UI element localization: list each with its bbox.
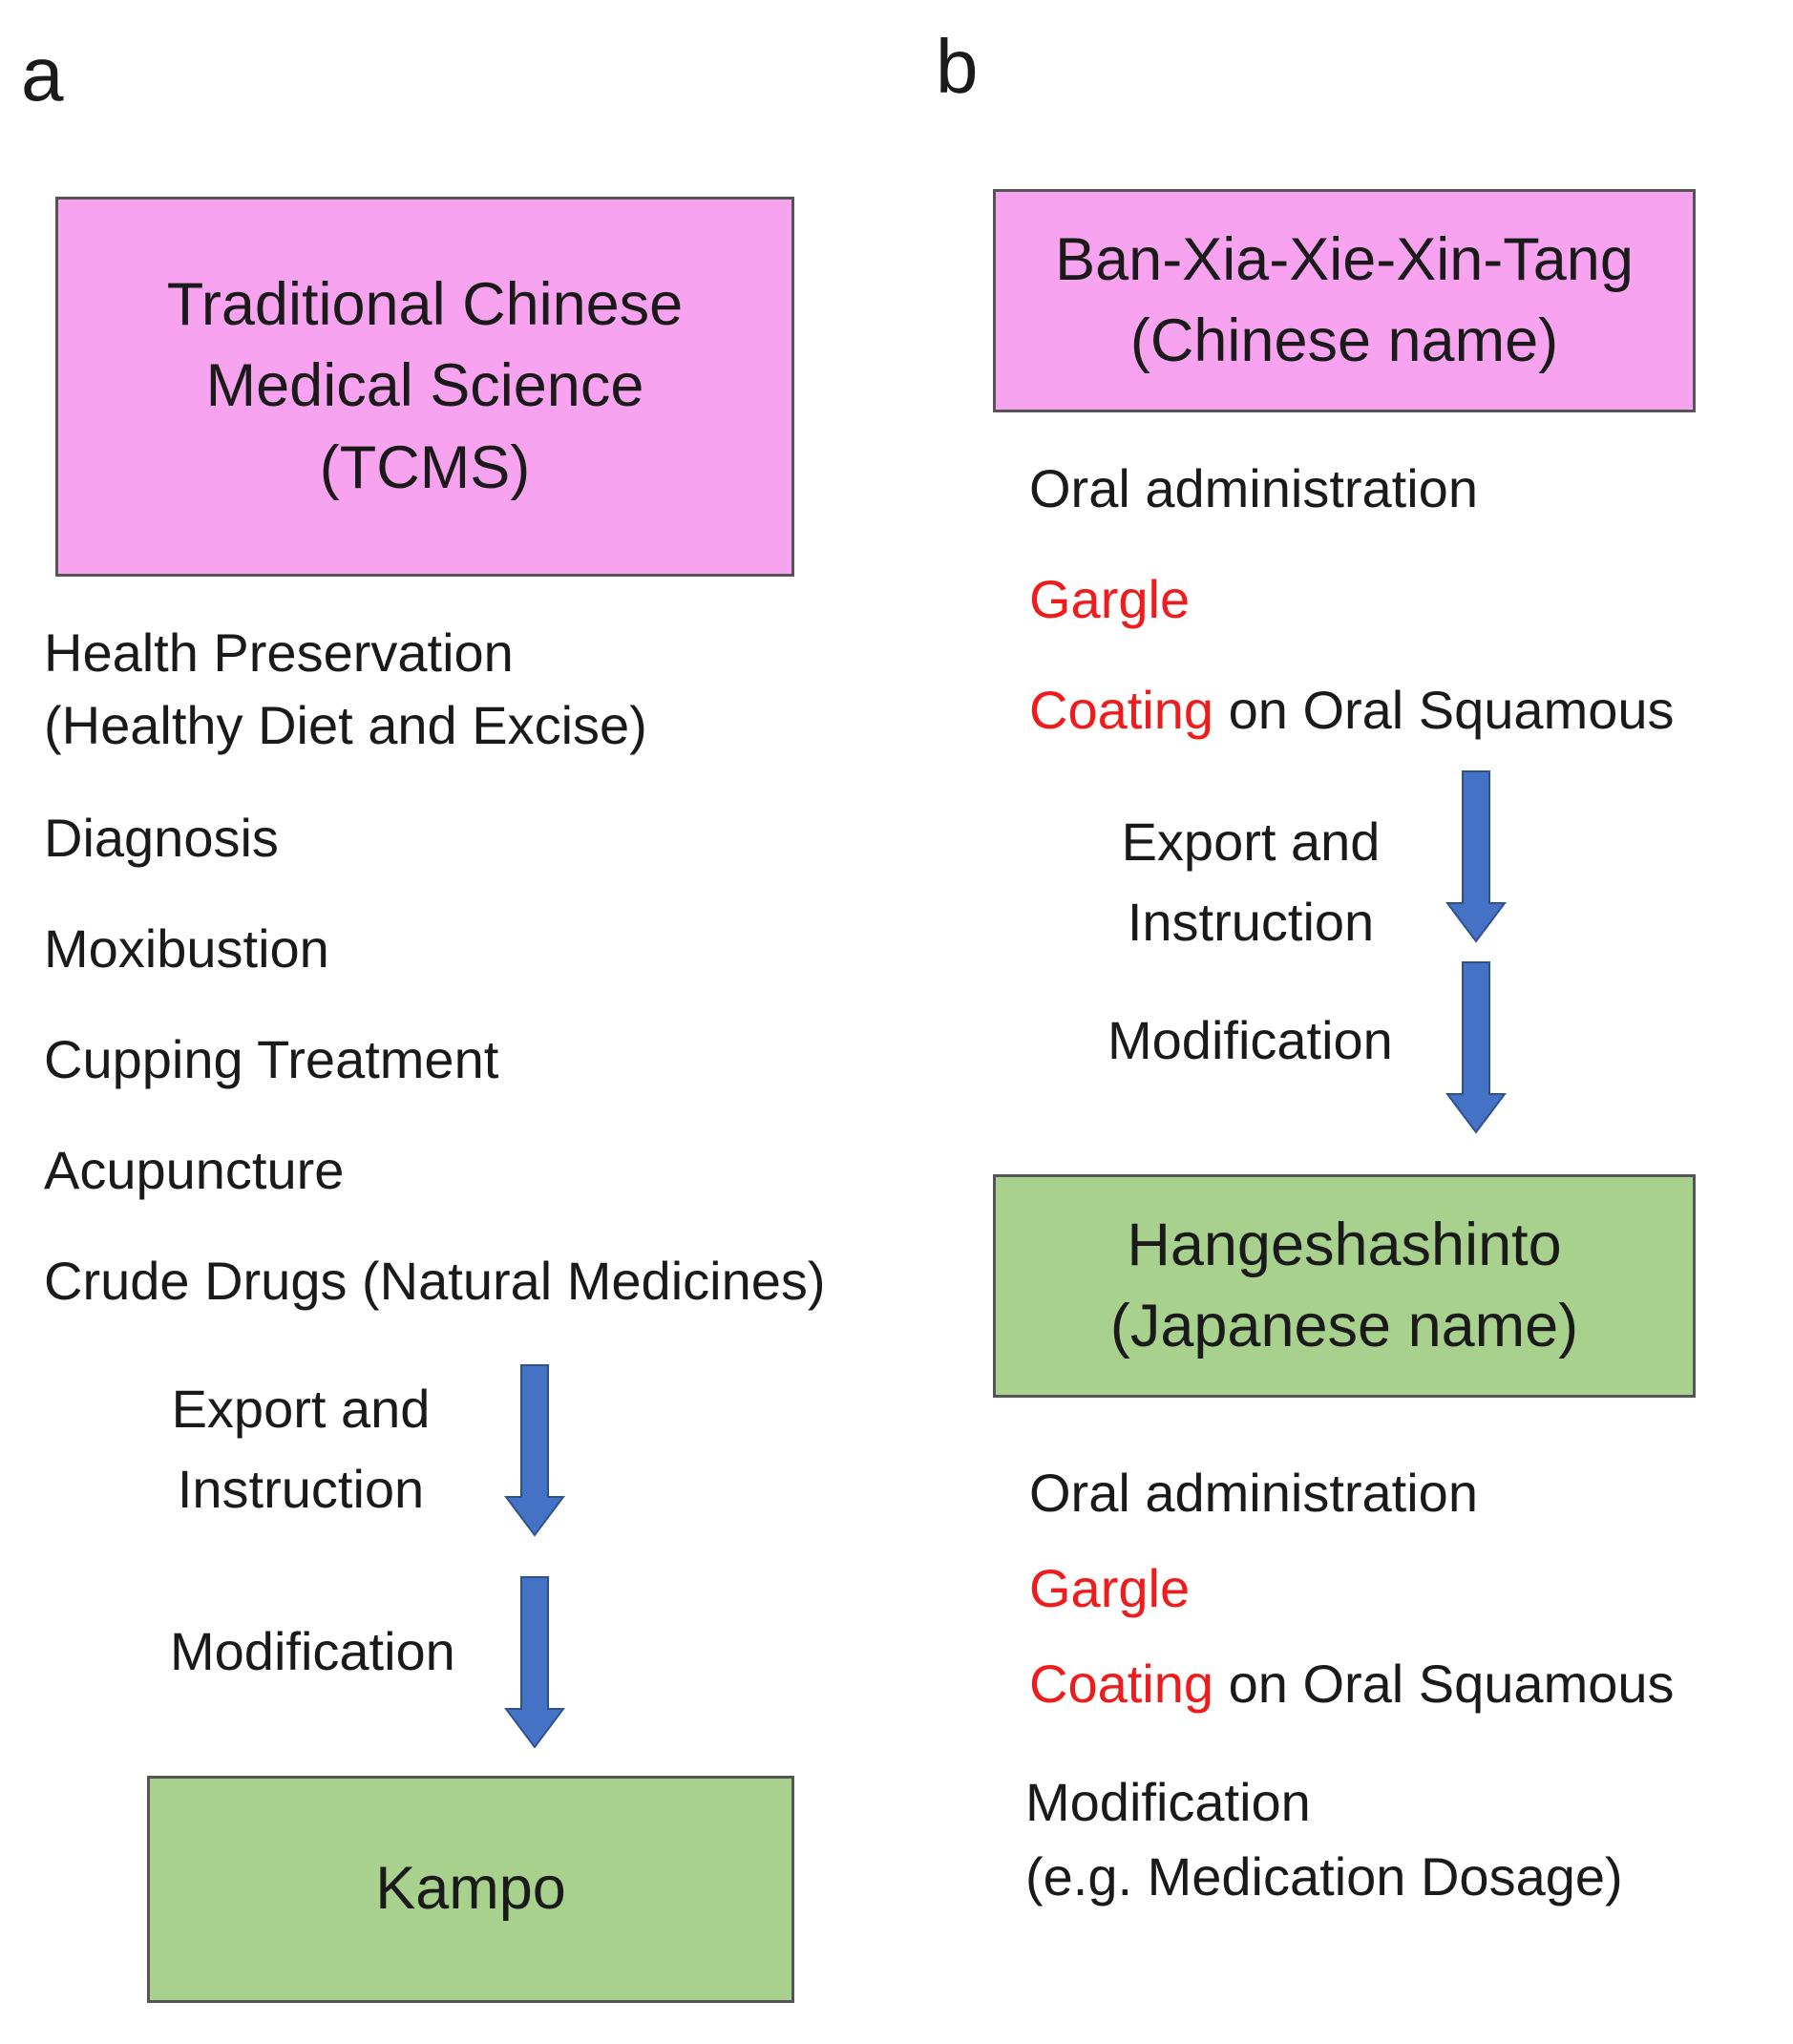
b-top-coating-line: Coating on Oral Squamous xyxy=(1029,670,1675,750)
b-top-gargle: Gargle xyxy=(1029,569,1191,629)
b-bottom-coating-word: Coating xyxy=(1029,1654,1214,1714)
tcms-item-health-preservation: Health Preservation xyxy=(44,622,514,683)
panel-b-export-label: Export and Instruction xyxy=(1088,802,1413,962)
tcms-item-moxibustion: Moxibustion xyxy=(44,918,329,979)
tcms-item-diagnosis: Diagnosis xyxy=(44,808,279,868)
panel-b-arrow-down-2 xyxy=(1445,961,1507,1134)
b-bottom-oral-administration: Oral administration xyxy=(1029,1463,1478,1523)
b-bottom-coating-line: Coating on Oral Squamous xyxy=(1029,1644,1675,1724)
panel-a-arrow-down-1 xyxy=(504,1364,565,1537)
b-top-oral-administration: Oral administration xyxy=(1029,458,1478,518)
b-bottom-coating-rest: on Oral Squamous xyxy=(1213,1654,1675,1714)
b-bottom-dosage: (e.g. Medication Dosage) xyxy=(1025,1846,1623,1907)
b-bottom-modification: Modification xyxy=(1025,1772,1311,1832)
japanese-name-line1: Hangeshashinto xyxy=(1127,1211,1562,1278)
panel-b-export-line2: Instruction xyxy=(1127,892,1375,952)
japanese-name-line2: (Japanese name) xyxy=(1109,1293,1579,1359)
b-bottom-gargle: Gargle xyxy=(1029,1558,1191,1618)
kampo-box: Kampo xyxy=(147,1776,794,2003)
tcms-title-line3: (TCMS) xyxy=(319,433,531,501)
panel-b-arrow-down-1 xyxy=(1445,770,1507,943)
chinese-name-line1: Ban-Xia-Xie-Xin-Tang xyxy=(1055,225,1634,293)
chinese-name-line2: (Chinese name) xyxy=(1129,307,1559,374)
panel-a-export-line2: Instruction xyxy=(177,1459,425,1519)
tcms-title-line2: Medical Science xyxy=(205,352,644,420)
panel-a-export-label: Export and Instruction xyxy=(153,1369,449,1529)
tcms-item-acupuncture: Acupuncture xyxy=(44,1140,345,1200)
panel-a-export-line1: Export and xyxy=(171,1379,431,1439)
panel-b-export-line1: Export and xyxy=(1121,811,1381,872)
tcms-box: Traditional Chinese Medical Science (TCM… xyxy=(55,197,794,577)
kampo-title: Kampo xyxy=(375,1855,566,1923)
japanese-name-box: Hangeshashinto (Japanese name) xyxy=(993,1174,1696,1398)
panel-a-modification-label: Modification xyxy=(170,1621,455,1681)
tcms-title-line1: Traditional Chinese xyxy=(166,271,684,339)
tcms-item-health-preservation-detail: (Healthy Diet and Excise) xyxy=(44,695,647,755)
panel-a-label: a xyxy=(21,32,64,116)
tcms-item-cupping: Cupping Treatment xyxy=(44,1029,499,1089)
panel-a-arrow-down-2 xyxy=(504,1576,565,1749)
tcms-item-crude-drugs: Crude Drugs (Natural Medicines) xyxy=(44,1251,826,1311)
panel-b-label: b xyxy=(936,24,979,109)
panel-b-modification-label: Modification xyxy=(1107,1010,1393,1070)
b-top-coating-word: Coating xyxy=(1029,680,1214,740)
chinese-name-box: Ban-Xia-Xie-Xin-Tang (Chinese name) xyxy=(993,189,1696,412)
b-top-coating-rest: on Oral Squamous xyxy=(1213,680,1675,740)
